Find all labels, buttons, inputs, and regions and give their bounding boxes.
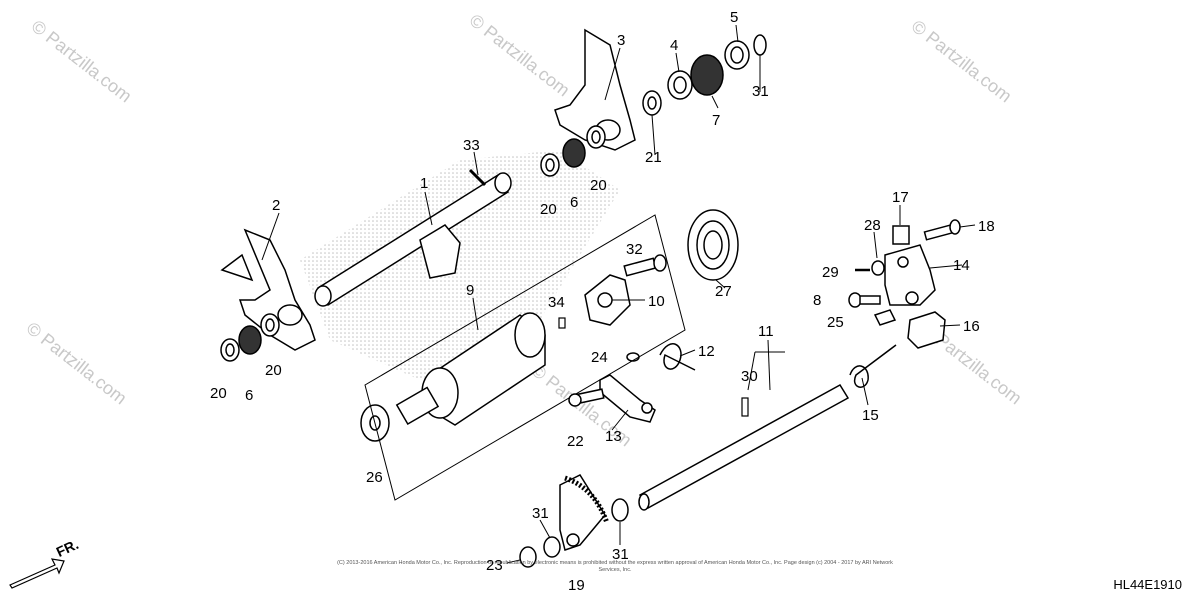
callout-18: 18: [978, 218, 995, 235]
callout-13: 13: [605, 428, 622, 445]
spring-12: [659, 343, 696, 371]
drum-center-plate: [584, 274, 631, 326]
copyright-notice: (C) 2013-2016 American Honda Motor Co., …: [337, 560, 893, 573]
bolt-8: [848, 292, 881, 308]
spring-mid: [562, 138, 586, 168]
holder-16: [907, 311, 946, 349]
callout-10: 10: [648, 293, 665, 310]
callout-23: 23: [486, 557, 503, 574]
bolt-22: [568, 388, 605, 407]
callout-15: 15: [862, 407, 879, 424]
callout-21: 21: [645, 149, 662, 166]
pin-30: [741, 397, 749, 417]
shaded-background: [300, 150, 620, 380]
gearshift-spindle: [638, 383, 850, 511]
callout-5: 5: [730, 9, 738, 26]
callout-4: 4: [670, 37, 678, 54]
callout-24: 24: [591, 349, 608, 366]
return-spring-15: [849, 344, 897, 388]
plate-25: [873, 309, 897, 326]
callout-17: 17: [892, 189, 909, 206]
drum-assembly-box: [364, 214, 686, 501]
callout-22: 22: [567, 433, 584, 450]
callout-20-right: 20: [265, 362, 282, 379]
callout-20-mid: 20: [540, 201, 557, 218]
bearing: [687, 209, 739, 281]
stopper-arm: [599, 374, 656, 423]
callout-8: 8: [813, 292, 821, 309]
stopper-plate: [884, 244, 936, 306]
callout-7: 7: [712, 112, 720, 129]
shift-fork-left: [220, 228, 316, 351]
callout-25: 25: [827, 314, 844, 331]
callout-31-top: 31: [752, 83, 769, 100]
callout-27: 27: [715, 283, 732, 300]
shift-fork-shaft: [314, 172, 512, 307]
gearshift-sector: [559, 474, 610, 551]
callout-20-top: 20: [590, 177, 607, 194]
callout-28: 28: [864, 217, 881, 234]
collar-17: [892, 225, 910, 245]
leader-lines: [261, 24, 976, 564]
callout-26: 26: [366, 469, 383, 486]
callout-31-lower-left: 31: [532, 505, 549, 522]
callout-30: 30: [741, 368, 758, 385]
callout-14: 14: [953, 257, 970, 274]
shift-drum: [395, 312, 546, 426]
spring-left: [238, 325, 262, 355]
callout-19: 19: [568, 577, 585, 594]
callout-9: 9: [466, 282, 474, 299]
callout-11: 11: [758, 323, 774, 340]
callout-34: 34: [548, 294, 565, 311]
callout-16: 16: [963, 318, 980, 335]
callout-20-left: 20: [210, 385, 227, 402]
callout-33: 33: [463, 137, 480, 154]
callout-2: 2: [272, 197, 280, 214]
callout-12: 12: [698, 343, 715, 360]
callout-6-mid: 6: [570, 194, 578, 211]
bolt-18: [923, 219, 961, 241]
callout-3: 3: [617, 32, 625, 49]
diagram-code: HL44E1910: [1113, 577, 1182, 592]
callout-29: 29: [822, 264, 839, 281]
bolt-32: [623, 254, 667, 277]
pin-33: [468, 168, 487, 187]
callout-32: 32: [626, 241, 643, 258]
fr-direction-arrow: [9, 558, 65, 589]
spring-top: [690, 54, 724, 96]
callout-31-lower-right: 31: [612, 546, 629, 563]
callout-6-left: 6: [245, 387, 253, 404]
pin-34: [558, 317, 566, 329]
callout-1: 1: [420, 175, 428, 192]
callout-numbers: 1 2 3 4 5 6 6 7 8 9 10 11 12 13 14 15 16…: [210, 9, 995, 594]
washers-lower: [519, 498, 629, 568]
